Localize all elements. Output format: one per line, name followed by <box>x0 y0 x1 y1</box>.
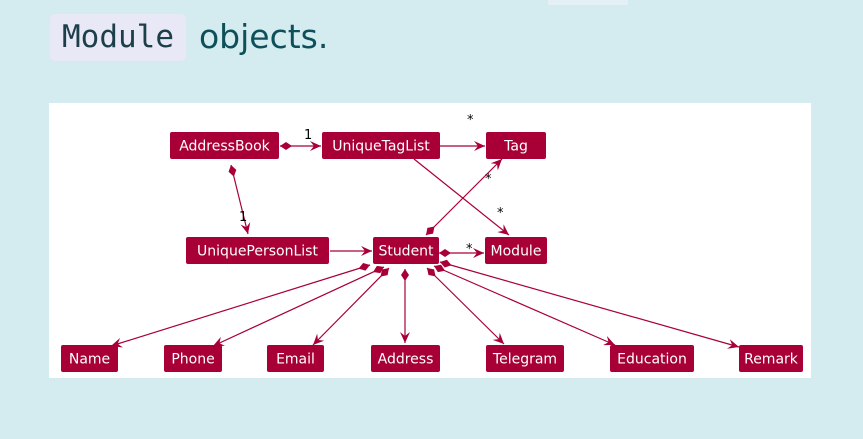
multiplicity-uniquetaglist-tag: * <box>467 113 474 128</box>
class-phone-label: Phone <box>171 352 214 368</box>
edge-student-remark <box>439 259 740 349</box>
class-module: Module <box>485 237 547 264</box>
class-module-label: Module <box>491 244 542 260</box>
edge-student-education <box>433 264 616 346</box>
heading-line: Module objects. <box>50 10 328 64</box>
multiplicity-student-module: * <box>466 242 473 257</box>
class-email: Email <box>267 345 324 372</box>
class-diagram: 1 1 * * * * AddressBook UniqueTagList Ta… <box>49 103 811 378</box>
heading-text: objects. <box>198 17 329 56</box>
class-phone: Phone <box>164 345 222 372</box>
class-education: Education <box>610 345 694 372</box>
class-remark: Remark <box>739 345 803 372</box>
class-telegram-label: Telegram <box>492 352 557 368</box>
edge-student-tag <box>425 158 503 236</box>
class-addressbook: AddressBook <box>170 132 279 159</box>
class-student-label: Student <box>378 244 434 260</box>
edge-uniquetaglist-module <box>413 158 510 236</box>
top-tab-edge <box>548 0 628 5</box>
multiplicity-student-tag: * <box>485 172 492 187</box>
class-name-label: Name <box>69 352 110 368</box>
class-email-label: Email <box>276 352 315 368</box>
class-name: Name <box>61 345 118 372</box>
class-student: Student <box>373 237 439 264</box>
inline-code: Module <box>50 13 186 61</box>
class-uniquetaglist-label: UniqueTagList <box>332 139 430 155</box>
edges <box>110 141 740 349</box>
class-address: Address <box>371 345 440 372</box>
edge-addressbook-uniquepersonlist <box>228 164 251 235</box>
multiplicity-addressbook-uniquepersonlist: 1 <box>239 210 247 225</box>
class-remark-label: Remark <box>744 352 799 368</box>
edge-student-email <box>312 267 390 346</box>
multiplicity-addressbook-uniquetaglist: 1 <box>304 128 312 143</box>
class-diagram-svg: 1 1 * * * * AddressBook UniqueTagList Ta… <box>61 113 803 372</box>
class-uniquepersonlist: UniquePersonList <box>186 237 329 264</box>
class-uniquetaglist: UniqueTagList <box>322 132 440 159</box>
multiplicity-uniquetaglist-module: * <box>497 206 504 221</box>
class-address-label: Address <box>378 352 434 368</box>
class-education-label: Education <box>617 352 687 368</box>
class-uniquepersonlist-label: UniquePersonList <box>197 244 318 260</box>
class-addressbook-label: AddressBook <box>179 139 270 155</box>
multiplicity-labels: 1 1 * * * * <box>239 113 504 257</box>
class-tag: Tag <box>486 132 546 159</box>
class-telegram: Telegram <box>486 345 564 372</box>
class-tag-label: Tag <box>503 139 528 155</box>
